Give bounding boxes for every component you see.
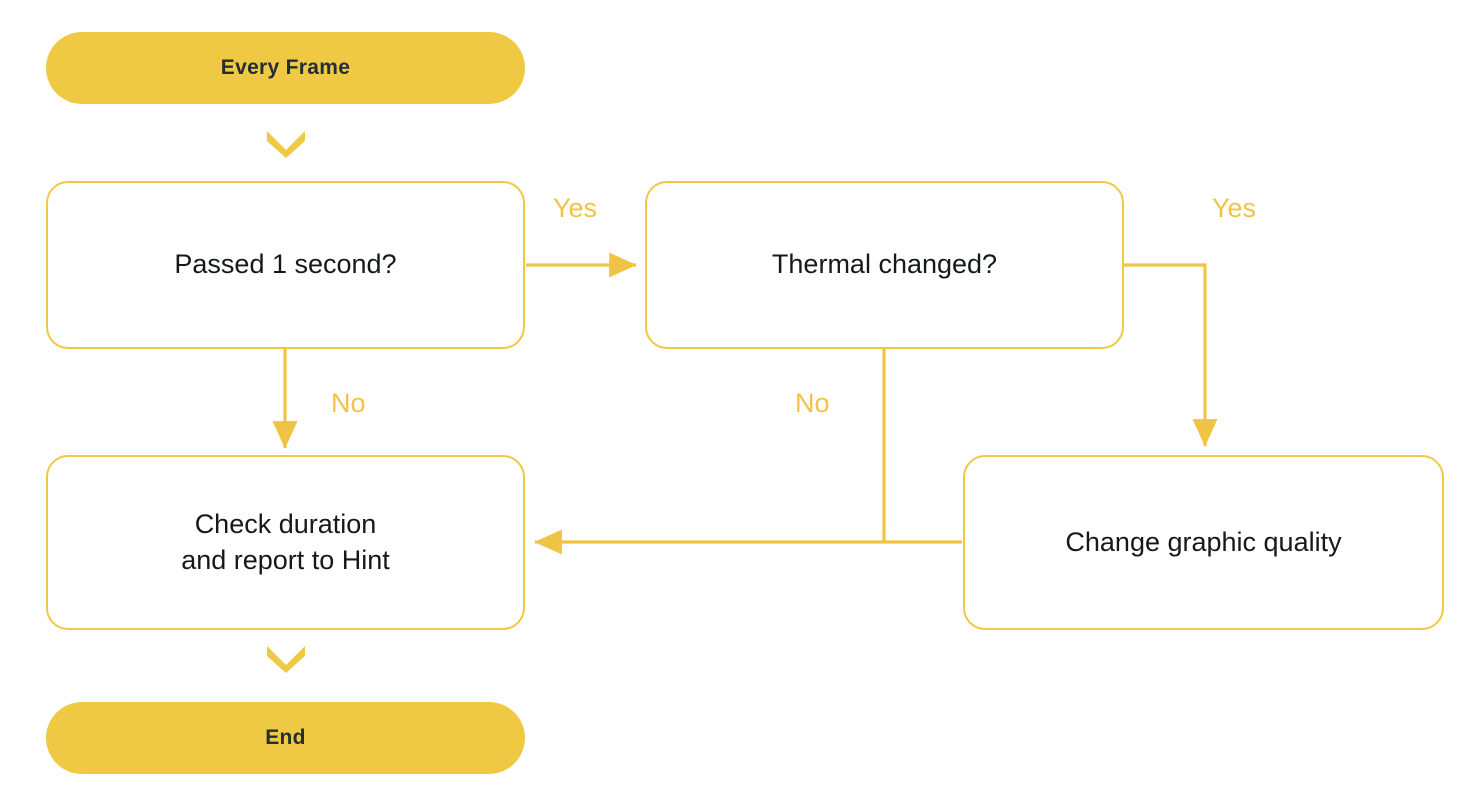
chevron-down-icon-end — [267, 646, 305, 673]
edge-thermal-no-to-check-duration — [534, 349, 886, 555]
node-end-label: End — [265, 726, 306, 749]
edge-label-thermal-no: No — [795, 388, 830, 418]
edge-thermal-yes-to-change-quality — [1124, 263, 1218, 447]
node-start[interactable]: Every Frame — [46, 32, 525, 104]
node-thermal-changed[interactable]: Thermal changed? — [645, 181, 1124, 349]
node-change-graphic-quality-label: Change graphic quality — [1065, 526, 1342, 557]
node-check-duration-label: Check duration and report to Hint — [181, 508, 390, 575]
chevron-down-icon-start — [267, 131, 305, 158]
node-start-label: Every Frame — [220, 56, 351, 79]
edge-label-passed-no: No — [331, 388, 366, 418]
node-check-duration[interactable]: Check duration and report to Hint — [46, 455, 525, 630]
node-passed-one-second[interactable]: Passed 1 second? — [46, 181, 525, 349]
node-thermal-changed-label: Thermal changed? — [771, 249, 998, 280]
node-end[interactable]: End — [46, 702, 525, 774]
node-change-graphic-quality[interactable]: Change graphic quality — [963, 455, 1444, 630]
edge-label-passed-yes: Yes — [553, 193, 598, 223]
edge-label-thermal-yes: Yes — [1212, 193, 1257, 223]
node-passed-one-second-label: Passed 1 second? — [174, 249, 397, 280]
